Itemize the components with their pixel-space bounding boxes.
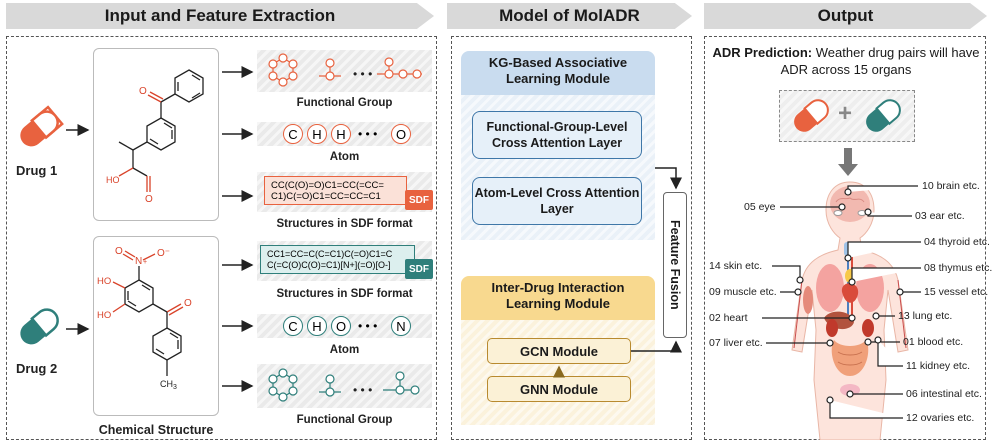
mol1-oxygen: O: [139, 86, 147, 97]
header-model: Model of MolADR: [447, 3, 692, 29]
molecule1-structure: O HO O: [106, 69, 204, 205]
mol2-nitro-oxygen-minus: O⁻: [157, 248, 170, 259]
organ-blood: 01 blood etc.: [903, 336, 964, 348]
functional-group-icons-1: • • •: [268, 53, 422, 87]
sdf-code-2: CC1=CC=C(C=C1)C(=O)C1=C C(=C(O)C(O)=C1)[…: [260, 245, 416, 274]
drug2-pill-icon: [20, 308, 59, 345]
sdf-label-2: Structures in SDF format: [276, 288, 413, 300]
atom-ellipsis-2: • • •: [358, 319, 378, 333]
organ-thyroid: 04 thyroid etc.: [924, 236, 990, 248]
header-output: Output: [704, 3, 987, 29]
organ-brain: 10 brain etc.: [922, 180, 980, 192]
atom-o-1: O: [391, 124, 411, 144]
mol2-nitro-oxygen: O: [115, 246, 123, 257]
atom-h-2: H: [331, 124, 351, 144]
atom-c-1: C: [283, 124, 303, 144]
molecule1-box: [93, 48, 219, 221]
drug1-pill-icon: [20, 105, 64, 147]
mol1-hydroxyl: HO: [106, 175, 120, 185]
organ-muscle: 09 muscle etc.: [709, 286, 777, 298]
sdf-code-1: CC(C(O)=O)C1=CC(=CC= C1)C(=O)C1=CC=CC=C1: [264, 176, 407, 205]
header-input: Input and Feature Extraction: [6, 3, 434, 29]
organ-kidney: 11 kidney etc.: [906, 360, 971, 372]
ellipsis-fg-2: • • •: [353, 383, 372, 397]
organ-thymus: 08 thymus etc.: [924, 262, 992, 274]
drug1-label: Drug 1: [16, 163, 58, 178]
inter-module-header: [461, 276, 655, 320]
sdf-tag-2: SDF: [405, 259, 433, 279]
ellipsis-fg-1: • • •: [353, 67, 372, 81]
functional-group-label-2: Functional Group: [296, 414, 393, 426]
mol2-hydroxyl-1: HO: [97, 276, 111, 287]
fg-cross-attention-layer: Functional-Group-Level Cross Attention L…: [472, 111, 642, 159]
organ-eye: 05 eye: [744, 201, 776, 213]
kg-module-title: KG-Based Associative Learning Module: [488, 55, 628, 86]
atom-c-2: C: [283, 316, 303, 336]
kg-module-header: [461, 51, 655, 95]
inter-module-body: [461, 320, 655, 425]
organ-heart: 02 heart: [709, 312, 748, 324]
plus-sign: +: [838, 100, 853, 127]
mol2-hydroxyl-2: HO: [97, 310, 111, 321]
atom-label-2: Atom: [329, 344, 360, 356]
atom-h-1: H: [307, 124, 327, 144]
mol2-nitrogen-charge: +: [143, 259, 147, 266]
gcn-module: GCN Module: [487, 338, 631, 364]
organ-vessel: 15 vessel etc.: [924, 286, 989, 298]
atom-label-1: Atom: [329, 151, 360, 163]
atom-ellipsis-1: • • •: [358, 127, 378, 141]
atom-cross-attention-layer: Atom-Level Cross Attention Layer: [472, 177, 642, 225]
organ-ovaries: 12 ovaries etc.: [906, 412, 975, 424]
mol2-methyl: CH3: [160, 379, 177, 391]
sdf-label-1: Structures in SDF format: [276, 218, 413, 230]
functional-group-label-1: Functional Group: [296, 97, 393, 109]
drug-pair-icons: [794, 99, 901, 132]
organ-lung: 13 lung etc.: [898, 310, 953, 322]
functional-group-strip-2: [257, 364, 432, 408]
atom-h-3: H: [307, 316, 327, 336]
organ-intestinal: 06 intestinal etc.: [906, 388, 982, 400]
mol2-carbonyl-oxygen: O: [184, 298, 192, 309]
molecule2-box: [93, 236, 219, 416]
inter-module-title: Inter-Drug Interaction Learning Module: [491, 280, 625, 311]
feature-fusion-label: Feature Fusion: [668, 220, 682, 310]
organ-ear: 03 ear etc.: [915, 210, 965, 222]
drug2-label: Drug 2: [16, 361, 58, 376]
atom-n-2: N: [391, 316, 411, 336]
sdf-tag-1: SDF: [405, 190, 433, 210]
gnn-module: GNN Module: [487, 376, 631, 402]
mol2-nitrogen: N: [135, 256, 142, 267]
down-arrow-icon: [838, 148, 858, 176]
organ-skin: 14 skin etc.: [709, 260, 763, 272]
atom-o-2: O: [331, 316, 351, 336]
molecule2-structure: N + O⁻ O HO HO O CH3: [97, 246, 192, 391]
feature-fusion-box: [663, 192, 687, 338]
functional-group-icons-2: • • •: [268, 368, 420, 402]
mol1-carbonyl-oxygen: O: [145, 194, 153, 205]
adr-prediction-text: ADR Prediction: Weather drug pairs will …: [712, 45, 980, 77]
chemical-structure-label: Chemical Structure: [98, 423, 214, 437]
organ-liver: 07 liver etc.: [709, 337, 763, 349]
